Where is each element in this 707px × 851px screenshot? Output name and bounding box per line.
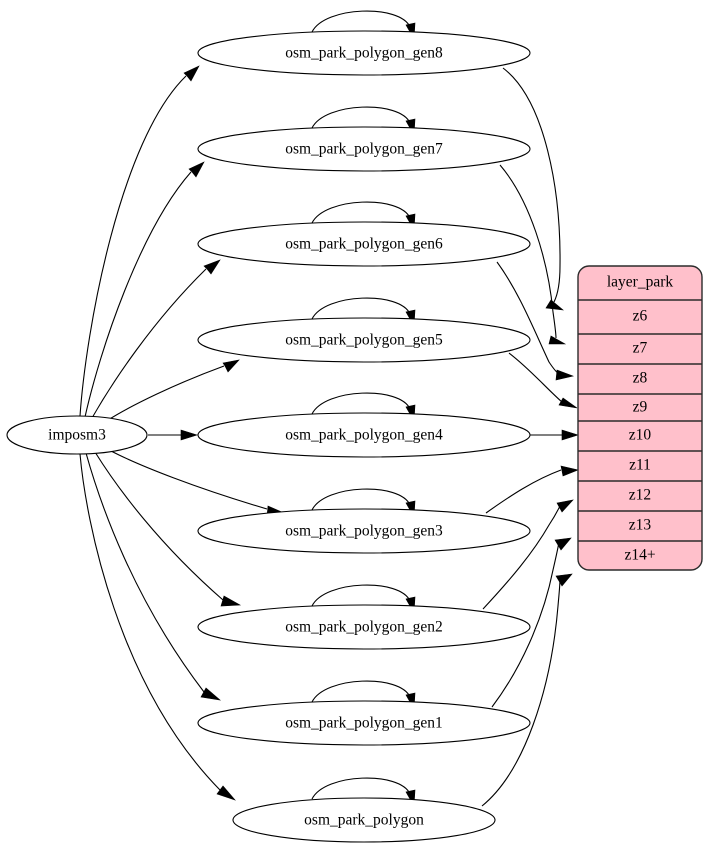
arrowhead-gen3-to-z11 — [560, 465, 579, 477]
layer-park-header-label: layer_park — [607, 274, 674, 291]
edge-imposm3-to-gen8 — [79, 75, 187, 417]
self-loop-gen4 — [311, 392, 411, 415]
node-group-tables: osm_park_polygon_gen8 osm_park_polygon_g… — [197, 30, 531, 843]
edge-gen5-to-z9 — [508, 352, 563, 403]
node-osm-park-polygon-gen7[interactable]: osm_park_polygon_gen7 — [197, 126, 531, 172]
self-loop-gen6 — [311, 201, 411, 224]
node-label-gen6: osm_park_polygon_gen6 — [285, 236, 443, 253]
arrowhead-imposm3-to-gen4 — [180, 429, 199, 441]
arrowhead-gen2-to-z12 — [556, 499, 574, 513]
layer-park-row-z11[interactable]: z11 — [629, 457, 651, 474]
node-osm-park-polygon-gen3[interactable]: osm_park_polygon_gen3 — [197, 508, 531, 554]
edge-gen1-to-z13 — [491, 541, 560, 708]
edge-imposm3-to-gen7 — [84, 171, 192, 418]
arrowhead-imposm3-to-polygon — [216, 785, 236, 801]
layer-park-body — [577, 265, 703, 571]
node-osm-park-polygon-gen4[interactable]: osm_park_polygon_gen4 — [197, 412, 531, 458]
layer-park-row-z6[interactable]: z6 — [633, 308, 648, 325]
self-loop-gen8 — [311, 10, 411, 33]
arrowhead-polygon-to-z14 — [555, 573, 573, 587]
layer-park-row-z14plus[interactable]: z14+ — [624, 547, 655, 564]
layer-park-row-z10[interactable]: z10 — [629, 427, 652, 444]
edge-polygon-to-z14 — [481, 577, 561, 807]
arrowhead-gen7-to-z7 — [548, 335, 567, 345]
edge-gen8-to-z6 — [502, 67, 561, 303]
edge-imposm3-to-gen1 — [85, 452, 205, 693]
arrowhead-gen1-to-z13 — [554, 537, 572, 551]
node-label-gen2: osm_park_polygon_gen2 — [285, 619, 443, 636]
arrowhead-gen5-to-z9 — [558, 397, 578, 409]
self-loop-gen3 — [311, 488, 411, 511]
edge-imposm3-to-gen3 — [110, 450, 268, 510]
node-osm-park-polygon-gen1[interactable]: osm_park_polygon_gen1 — [197, 700, 531, 746]
edge-imposm3-to-gen2 — [94, 451, 224, 601]
node-osm-park-polygon[interactable]: osm_park_polygon — [232, 797, 496, 843]
arrowhead-imposm3-to-gen1 — [200, 687, 221, 701]
edge-imposm3-to-polygon — [79, 453, 221, 791]
node-osm-park-polygon-gen6[interactable]: osm_park_polygon_gen6 — [197, 221, 531, 267]
self-loop-gen1 — [311, 680, 411, 703]
edge-imposm3-to-gen5 — [107, 365, 225, 421]
arrowhead-gen8-to-z6 — [545, 299, 564, 311]
node-label-imposm3: imposm3 — [48, 427, 106, 444]
node-osm-park-polygon-gen2[interactable]: osm_park_polygon_gen2 — [197, 604, 531, 650]
edge-gen2-to-z12 — [482, 505, 561, 610]
node-label-gen3: osm_park_polygon_gen3 — [285, 523, 443, 540]
node-osm-park-polygon-gen8[interactable]: osm_park_polygon_gen8 — [197, 30, 531, 76]
arrowhead-gen4-to-z10 — [561, 429, 580, 441]
arrowhead-imposm3-to-gen7 — [188, 161, 205, 178]
node-layer-park-table[interactable]: layer_park z6 z7 z8 z9 z10 z11 z12 z13 z… — [577, 265, 703, 571]
node-label-gen1: osm_park_polygon_gen1 — [285, 715, 443, 732]
layer-park-row-z8[interactable]: z8 — [633, 370, 648, 387]
edge-group-tables-to-layer — [481, 67, 580, 807]
layer-park-row-z9[interactable]: z9 — [633, 399, 648, 416]
arrowhead-imposm3-to-gen5 — [222, 359, 240, 373]
layer-park-row-z13[interactable]: z13 — [629, 517, 652, 534]
layer-park-row-z12[interactable]: z12 — [629, 487, 651, 504]
edge-gen7-to-z7 — [499, 164, 557, 339]
edge-gen6-to-z8 — [496, 261, 560, 375]
node-imposm3[interactable]: imposm3 — [6, 415, 148, 455]
node-label-gen7: osm_park_polygon_gen7 — [285, 141, 443, 158]
self-loop-gen7 — [311, 106, 411, 129]
edge-gen3-to-z11 — [485, 469, 562, 514]
self-loop-polygon — [311, 777, 411, 800]
self-loop-gen2 — [311, 584, 411, 607]
node-osm-park-polygon-gen5[interactable]: osm_park_polygon_gen5 — [197, 317, 531, 363]
edge-imposm3-to-gen6 — [91, 268, 207, 419]
arrowhead-imposm3-to-gen2 — [220, 595, 242, 607]
arrowhead-imposm3-to-gen8 — [183, 65, 200, 82]
node-label-gen4: osm_park_polygon_gen4 — [285, 427, 443, 444]
edge-group-source-to-tables — [79, 65, 286, 801]
arrowhead-imposm3-to-gen6 — [203, 259, 221, 275]
arrowhead-gen6-to-z8 — [555, 369, 575, 381]
node-label-polygon: osm_park_polygon — [304, 812, 424, 829]
node-label-gen5: osm_park_polygon_gen5 — [285, 332, 443, 349]
self-loop-gen5 — [311, 297, 411, 320]
layer-park-row-z7[interactable]: z7 — [633, 340, 648, 357]
node-label-gen8: osm_park_polygon_gen8 — [285, 45, 443, 62]
